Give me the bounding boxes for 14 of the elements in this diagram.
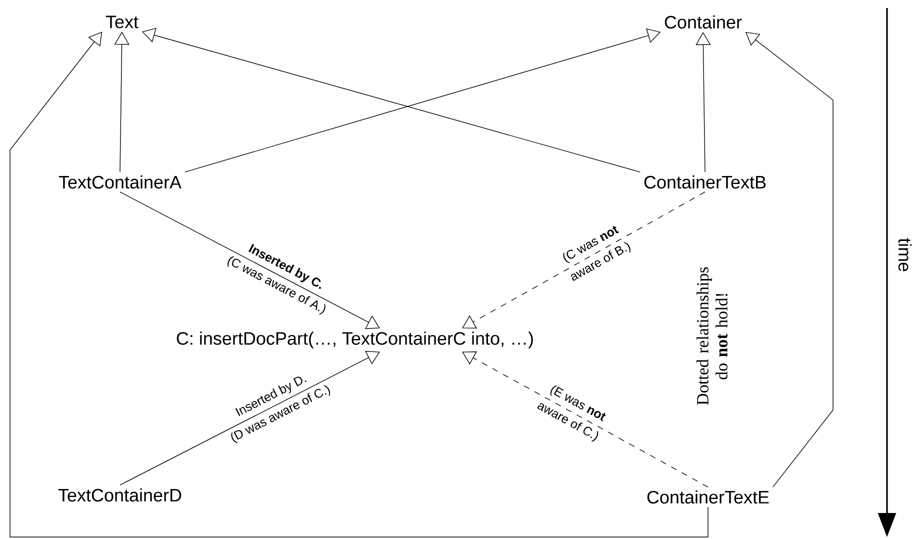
inheritance-arrow	[114, 32, 130, 172]
class-name: TextContainerA	[58, 175, 182, 189]
inheritance-arrow	[462, 192, 706, 329]
class-name: C: insertDocPart(…, TextContainerC into, …)	[176, 332, 533, 348]
class-name: ContainerTextB	[644, 175, 766, 189]
inheritance-arrow	[120, 192, 380, 329]
class-name: Text	[106, 16, 138, 28]
inheritance-arrow	[120, 350, 380, 486]
class-name: ContainerTextE	[647, 490, 769, 504]
inheritance-arrow	[10, 32, 708, 538]
inheritance-arrow	[462, 351, 708, 488]
axis-label: time	[898, 238, 912, 272]
class-name: Container	[664, 15, 742, 29]
class-name: TextContainerD	[58, 488, 182, 502]
